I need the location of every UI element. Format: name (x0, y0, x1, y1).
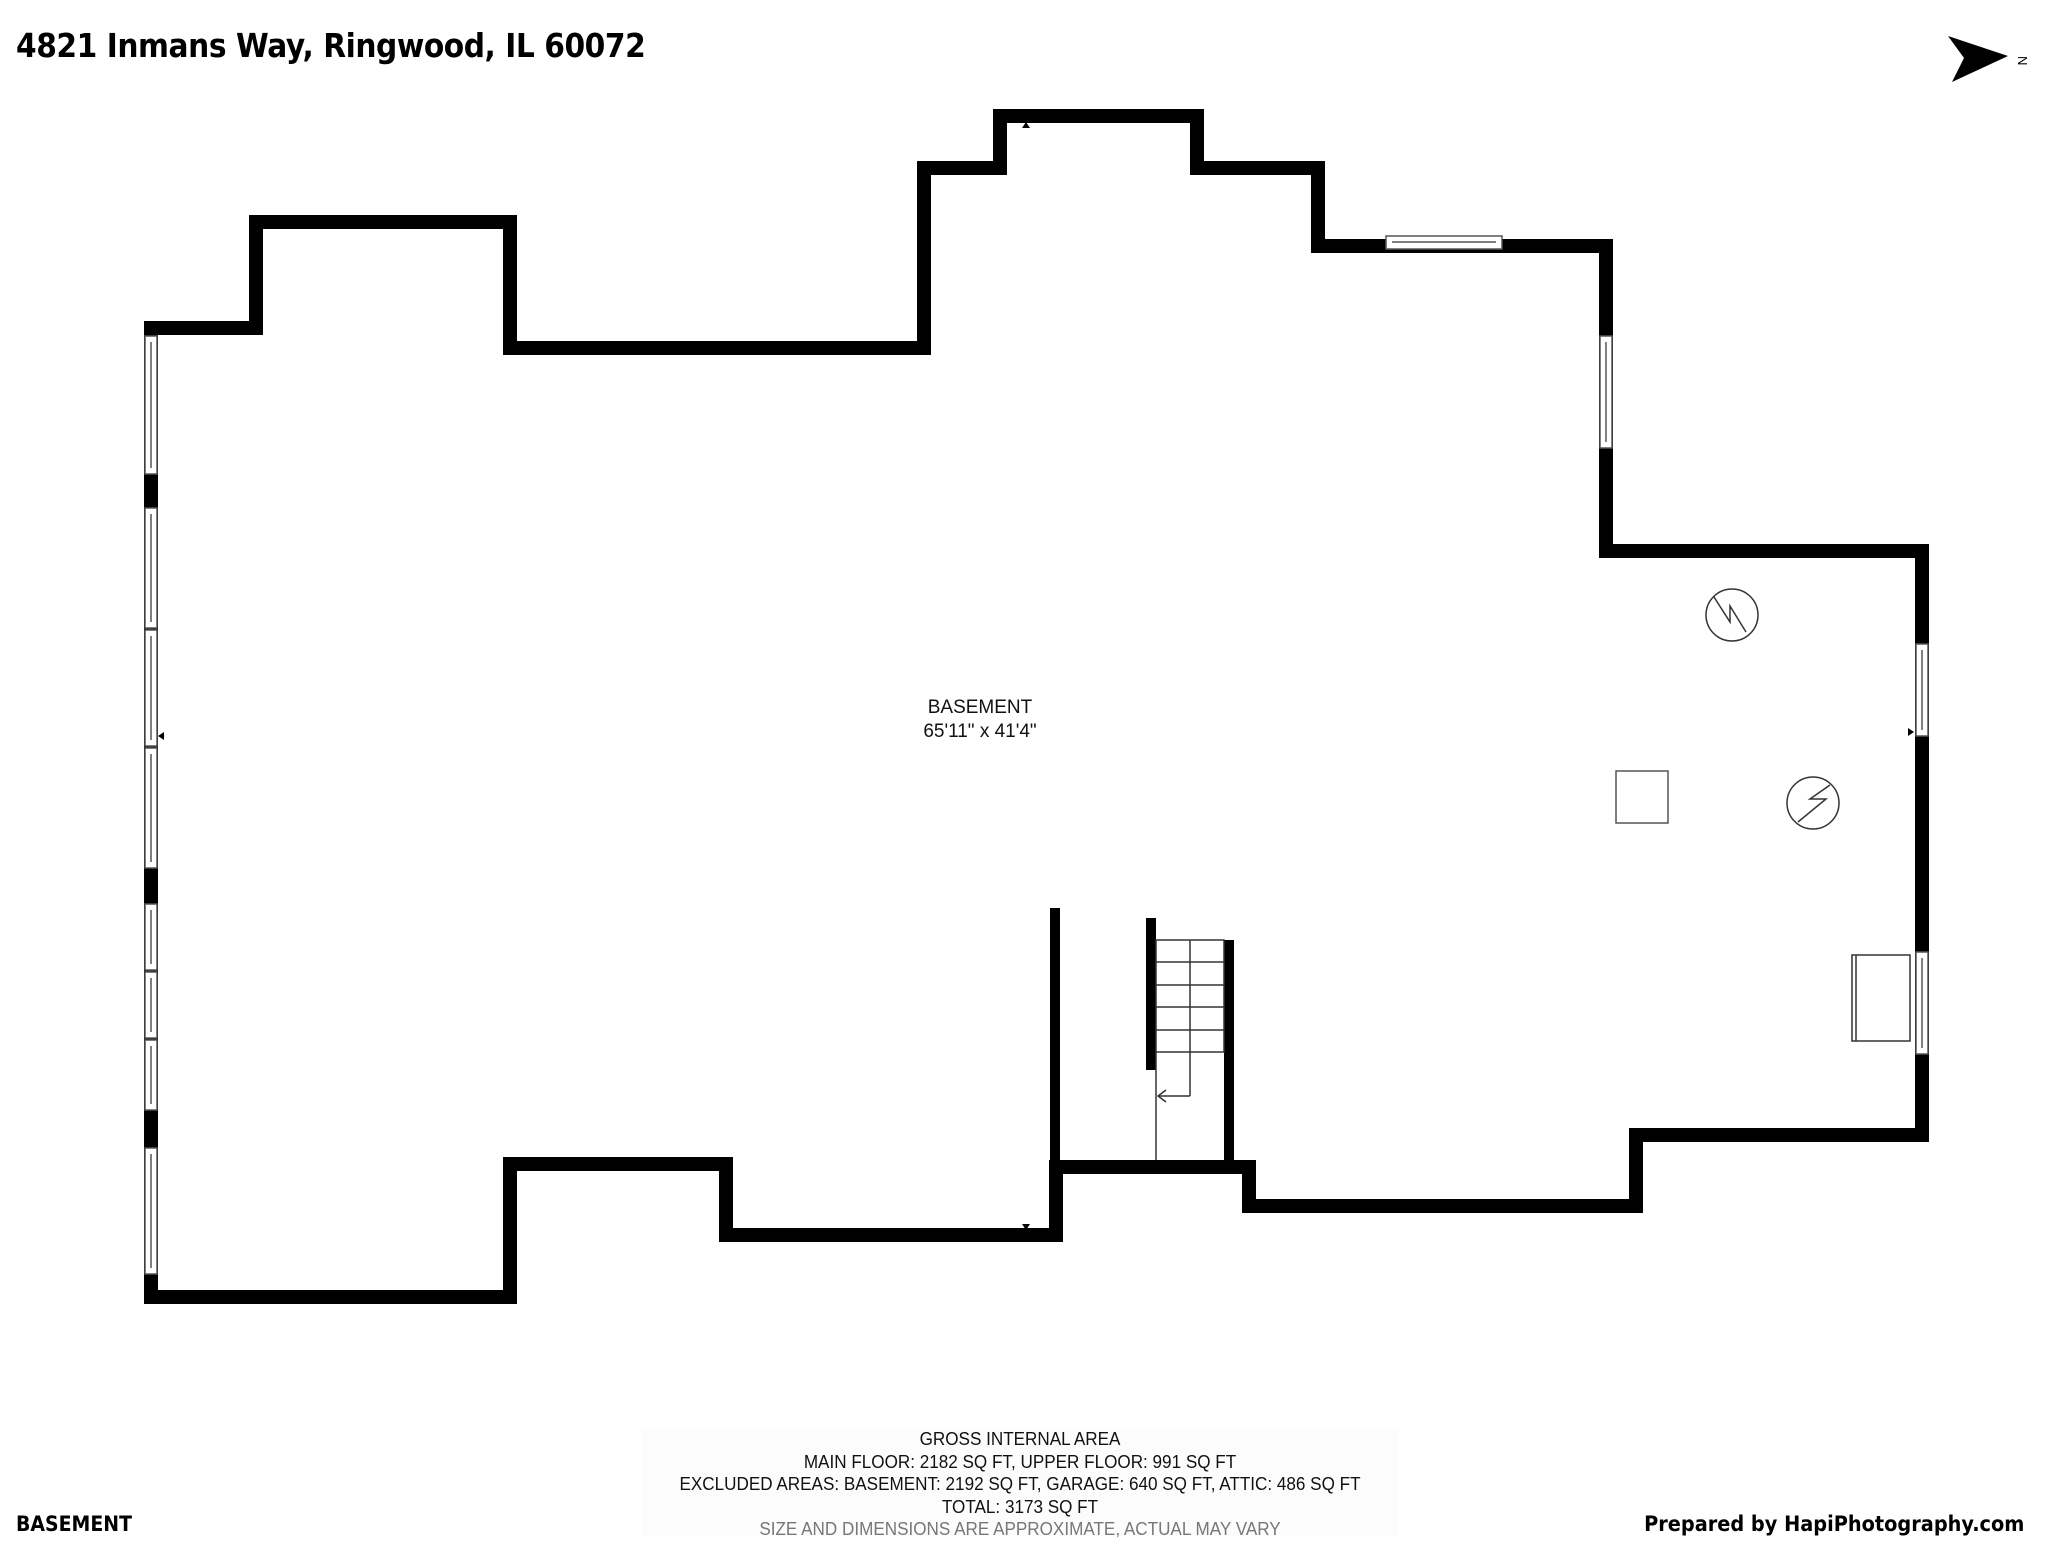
north-arrow-icon: N (1948, 36, 2030, 82)
area-heading: GROSS INTERNAL AREA (919, 1429, 1121, 1449)
utility-box (1615, 770, 1669, 824)
floor-name-label: BASEMENT (16, 1512, 132, 1536)
area-line-excluded: EXCLUDED AREAS: BASEMENT: 2192 SQ FT, GA… (679, 1474, 1361, 1494)
room-label-basement: BASEMENT 65'11" x 41'4" (880, 696, 1080, 744)
room-dimensions: 65'11" x 41'4" (923, 721, 1037, 742)
door-markers (158, 122, 1914, 1230)
interior-walls (1050, 908, 1254, 1174)
windows-left (144, 335, 158, 1275)
north-label: N (2015, 56, 2030, 65)
area-disclaimer: SIZE AND DIMENSIONS ARE APPROXIMATE, ACT… (759, 1519, 1281, 1539)
window-well (1851, 954, 1911, 1042)
exterior-walls (144, 109, 1929, 1304)
photographer-credit: Prepared by HapiPhotography.com (1643, 1512, 2024, 1536)
water-heater-icon (1705, 588, 1759, 642)
property-address: 4821 Inmans Way, Ringwood, IL 60072 (16, 26, 646, 65)
area-summary: GROSS INTERNAL AREA MAIN FLOOR: 2182 SQ … (641, 1428, 1399, 1539)
area-line-main: MAIN FLOOR: 2182 SQ FT, UPPER FLOOR: 991… (803, 1451, 1237, 1472)
room-name: BASEMENT (927, 697, 1033, 718)
area-total: TOTAL: 3173 SQ FT (941, 1496, 1099, 1517)
staircase (1155, 939, 1225, 1160)
windows-right (1385, 235, 1929, 1055)
water-heater-icon (1786, 776, 1840, 830)
